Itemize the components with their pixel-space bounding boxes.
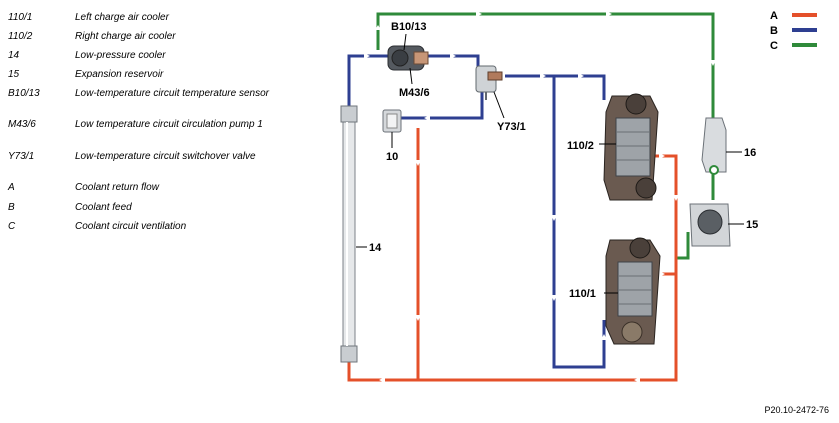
legend-desc: Left charge air cooler: [75, 12, 169, 23]
switchover-valve: [475, 65, 503, 100]
legend-desc: Coolant return flow: [75, 182, 159, 193]
legend-code: 15: [8, 69, 20, 80]
label-10: 10: [386, 151, 398, 163]
key-letter-c: C: [770, 40, 778, 52]
ventilation-line: [376, 12, 715, 260]
feed-line: [347, 54, 606, 369]
label-16: 16: [744, 147, 756, 159]
legend-code: B: [8, 202, 15, 213]
label-y73-1: Y73/1: [497, 121, 526, 133]
key-letter-a: A: [770, 10, 778, 22]
label-15: 15: [746, 219, 758, 231]
feed-line-valve-to-110-2: [505, 74, 606, 100]
temperature-sensor-10: [382, 109, 402, 133]
legend-desc: Low temperature circuit circulation pump…: [75, 119, 263, 130]
return-line-main: [347, 154, 678, 382]
charge-air-cooler-left: [605, 237, 661, 345]
legend-desc: Low-pressure cooler: [75, 50, 166, 61]
legend-code: 110/1: [8, 12, 33, 23]
charge-air-cooler-right: [603, 93, 659, 201]
expansion-reservoir: [689, 203, 731, 247]
legend-desc: Low-temperature circuit temperature sens…: [75, 88, 269, 99]
figure-reference: P20.10-2472-76: [764, 405, 829, 415]
legend-desc: Right charge air cooler: [75, 31, 176, 42]
feed-line-cooler-to-pump: [347, 54, 388, 110]
label-b10-13: B10/13: [391, 21, 426, 33]
legend-desc: Coolant feed: [75, 202, 132, 213]
legend-desc: Expansion reservoir: [75, 69, 164, 80]
label-14: 14: [369, 242, 382, 254]
label-110-2: 110/2: [567, 140, 594, 152]
legend-code: 14: [8, 50, 20, 61]
circulation-pump: [387, 45, 429, 71]
legend-desc: Coolant circuit ventilation: [75, 221, 187, 232]
label-m43-6: M43/6: [399, 87, 430, 99]
legend-code: M43/6: [8, 119, 36, 130]
leader-lines: [356, 33, 744, 294]
legend-desc: Low-temperature circuit switchover valve: [75, 151, 256, 162]
ventilation-line-top: [376, 12, 715, 120]
legend-code: C: [8, 221, 16, 232]
feed-line-to-110-1: [552, 76, 606, 369]
ventilation-line-reservoir: [676, 232, 690, 260]
label-110-1: 110/1: [569, 288, 596, 300]
legend-code: B10/13: [8, 88, 40, 99]
legend-code: Y73/1: [8, 151, 35, 162]
low-pressure-cooler: [340, 105, 358, 363]
legend-code: A: [8, 182, 15, 193]
key-letter-b: B: [770, 25, 778, 37]
legend-code: 110/2: [8, 31, 33, 42]
component-16: [701, 117, 727, 175]
line-key: A B C: [770, 10, 817, 52]
feed-line-pump-to-valve: [425, 54, 480, 72]
